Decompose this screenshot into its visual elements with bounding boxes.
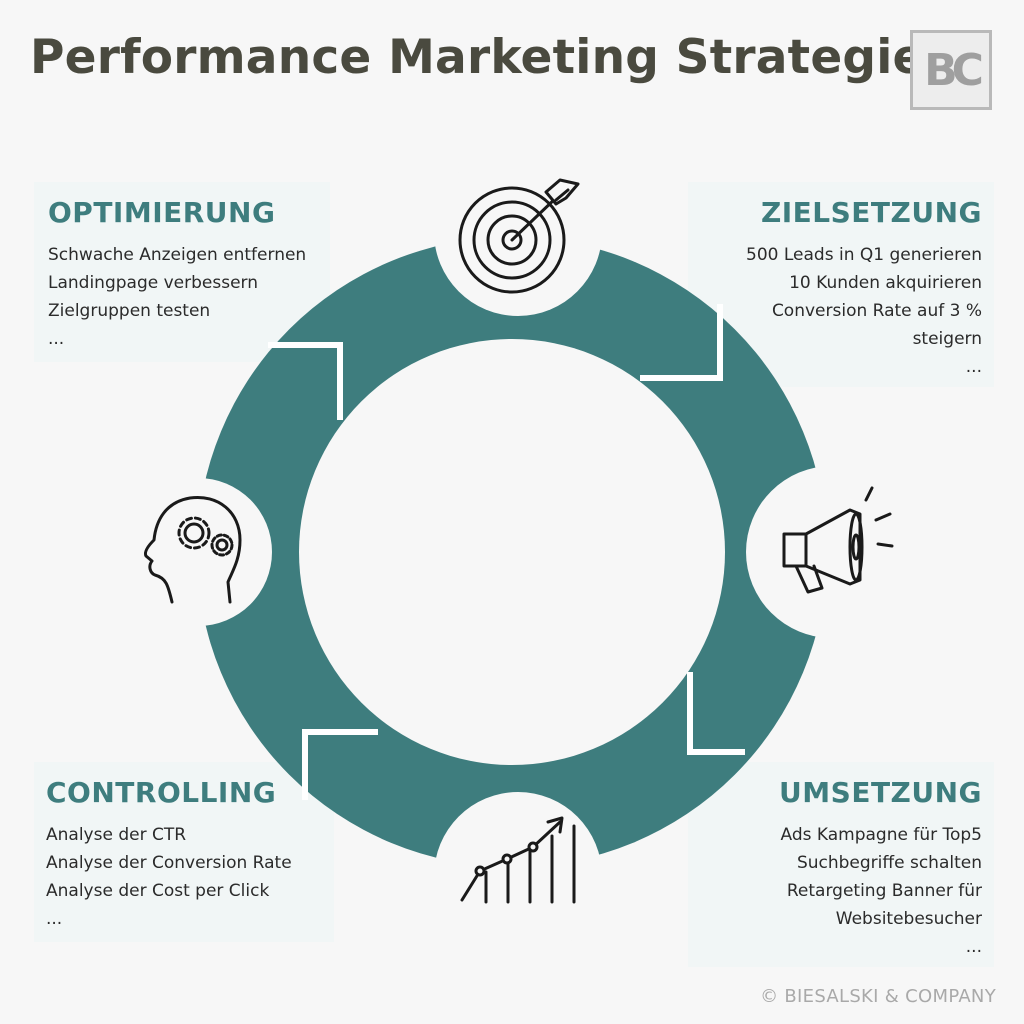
ring-separator-top-left xyxy=(268,342,343,420)
list-item: ... xyxy=(965,357,982,377)
head-gears-icon xyxy=(144,495,242,604)
panel-title-zielsetzung: ZIELSETZUNG xyxy=(760,196,982,229)
list-item: ... xyxy=(46,909,63,929)
company-logo: BC xyxy=(910,30,992,110)
panel-zielsetzung: ZIELSETZUNG 500 Leads in Q1 generieren 1… xyxy=(688,182,994,387)
growth-chart-icon xyxy=(460,816,576,904)
list-item: Analyse der Cost per Click xyxy=(46,881,270,901)
list-item: Zielgruppen testen xyxy=(48,301,211,321)
ring-separator-bottom-left xyxy=(302,729,378,800)
badge-bottom xyxy=(434,792,602,960)
list-item: 500 Leads in Q1 generieren xyxy=(746,245,982,265)
list-item: Websitebesucher xyxy=(835,909,982,929)
list-item: ... xyxy=(965,937,982,957)
ring-inner xyxy=(299,339,725,765)
list-item: steigern xyxy=(912,329,982,349)
page-title: Performance Marketing Strategie xyxy=(30,30,925,85)
list-item: Landingpage verbessern xyxy=(48,273,259,293)
panel-title-umsetzung: UMSETZUNG xyxy=(779,776,982,809)
list-item: Analyse der Conversion Rate xyxy=(46,853,292,873)
list-item: Suchbegriffe schalten xyxy=(796,853,982,873)
ring-separator-bottom-right xyxy=(687,672,745,755)
panel-list-controlling: Analyse der CTR Analyse der Conversion R… xyxy=(46,821,334,933)
panel-list-umsetzung: Ads Kampagne für Top5 Suchbegriffe schal… xyxy=(688,821,982,961)
list-item: ... xyxy=(48,329,65,349)
list-item: Analyse der CTR xyxy=(46,825,187,845)
ring-separator-top-right xyxy=(640,304,723,381)
list-item: 10 Kunden akquirieren xyxy=(789,273,982,293)
panel-list-zielsetzung: 500 Leads in Q1 generieren 10 Kunden akq… xyxy=(688,241,982,381)
cycle-ring xyxy=(124,148,918,960)
list-item: Conversion Rate auf 3 % xyxy=(771,301,982,321)
panel-umsetzung: UMSETZUNG Ads Kampagne für Top5 Suchbegr… xyxy=(688,762,994,967)
target-arrow-icon xyxy=(458,178,580,294)
panel-optimierung: OPTIMIERUNG Schwache Anzeigen entfernen … xyxy=(34,182,330,362)
panel-title-controlling: CONTROLLING xyxy=(46,776,277,809)
megaphone-icon xyxy=(782,486,894,594)
panel-title-optimierung: OPTIMIERUNG xyxy=(48,196,276,229)
badge-right xyxy=(746,466,918,638)
panel-controlling: CONTROLLING Analyse der CTR Analyse der … xyxy=(34,762,334,942)
copyright-notice: © BIESALSKI & COMPANY xyxy=(760,986,996,1007)
panel-list-optimierung: Schwache Anzeigen entfernen Landingpage … xyxy=(48,241,330,353)
list-item: Retargeting Banner für xyxy=(786,881,982,901)
logo-text: BC xyxy=(924,44,984,96)
list-item: Schwache Anzeigen entfernen xyxy=(48,245,307,265)
list-item: Ads Kampagne für Top5 xyxy=(780,825,982,845)
